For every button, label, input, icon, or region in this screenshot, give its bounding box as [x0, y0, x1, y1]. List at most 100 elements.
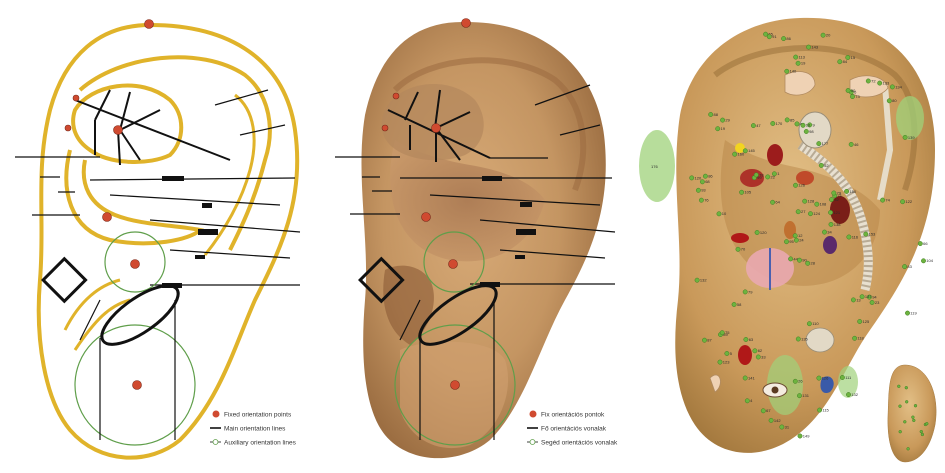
acupoint-dot	[689, 175, 695, 181]
acupoint-dot	[752, 348, 758, 354]
acupoint: 115	[817, 408, 830, 413]
acupoint: 75	[719, 330, 730, 336]
acupoint-label: 15	[851, 55, 856, 60]
acupoint-label: 132	[700, 278, 707, 283]
acupoint: 128	[802, 199, 815, 204]
acupoint-label: 115	[822, 408, 829, 413]
acupoint-dot	[779, 424, 785, 430]
acupoint-dot	[763, 31, 769, 37]
acupoint: 73	[850, 94, 861, 100]
acupoint-label: 47	[756, 123, 761, 128]
acupoint: 121	[828, 210, 841, 215]
acupoint: 10	[716, 211, 727, 217]
tongue-icon	[738, 345, 752, 365]
acupoint-dot	[902, 264, 908, 270]
legend-center: Fix orientációs pontok Fő orientációs vo…	[527, 410, 618, 447]
acupoint: 135	[795, 336, 809, 342]
acupoint-label: 5	[730, 351, 733, 356]
acupoint-label: 78	[759, 172, 764, 177]
acupoint-label: 125	[863, 319, 870, 324]
acupoint-dot	[837, 59, 843, 65]
acupoint: 170	[770, 121, 783, 126]
acupoint: 32	[829, 197, 840, 203]
acupoint-label: 143	[811, 45, 818, 50]
acupoint: 26	[792, 379, 803, 384]
acupoint: 76	[698, 198, 709, 203]
acupoint-label: 113	[799, 55, 806, 60]
jaw-skull-icon	[805, 327, 835, 353]
acupoint-label: 133	[883, 81, 890, 86]
acupoint-label: 140	[790, 69, 797, 74]
acupoint-dot	[770, 199, 776, 205]
inner-helix-outline	[78, 55, 272, 251]
antihelix-outline	[203, 93, 256, 256]
acupoint: 29	[720, 118, 731, 123]
acupoint: 19	[795, 61, 806, 66]
acupoint-label: 66	[923, 241, 928, 246]
sun-gland-icon	[735, 143, 745, 153]
acupoint: 139	[902, 135, 915, 140]
hand-icon	[784, 71, 816, 96]
acupoint-label: 139	[908, 135, 915, 140]
acupoint-label: 70	[741, 247, 746, 252]
aux-circle-lobe-left	[74, 324, 196, 446]
ear-back-inset	[887, 364, 937, 463]
inset-acupoint-dot	[913, 404, 918, 408]
acupoint: 28	[805, 261, 816, 266]
legend-fixed-point-icon	[212, 410, 220, 418]
fixed-points-center	[381, 18, 471, 390]
acupoint-dot	[845, 88, 851, 93]
acupoint: 79	[742, 289, 753, 295]
nose-icon	[709, 374, 721, 393]
acupoint-dot	[797, 393, 802, 399]
acupoint: 123	[717, 359, 730, 365]
acupoint: 177	[816, 141, 829, 147]
acupoint-dot	[788, 256, 794, 262]
acupoint: 44	[788, 256, 799, 262]
acupoint: 132	[846, 392, 859, 398]
outer-helix-outline	[36, 22, 300, 460]
acupoint-label: 118	[857, 336, 864, 341]
acupoint-label: 87	[707, 338, 712, 343]
acupoint-label: 120	[760, 230, 767, 235]
acupoint-label: 65	[768, 32, 773, 37]
inset-acupoint-dot	[897, 384, 901, 388]
acupoint: 90	[797, 257, 808, 263]
acupoint-label: 64	[775, 200, 780, 205]
acupoint-label: 75	[725, 330, 730, 335]
acupoint-dot	[715, 126, 721, 132]
acupoint: 19	[715, 126, 726, 132]
acupoint-dot	[732, 151, 738, 157]
acupoint-label: 83	[907, 264, 912, 269]
acupoint-dot	[717, 359, 723, 365]
acupoint-label: 80	[892, 98, 897, 103]
spine-icon	[797, 141, 873, 292]
acupoint-dot	[784, 68, 790, 74]
acupoint-label: 62	[758, 348, 763, 353]
acupoint-label: 153	[869, 232, 876, 237]
acupoint-label: 22	[771, 174, 776, 179]
acupoint-label: 74	[885, 198, 890, 203]
lower-fold-outline	[63, 278, 131, 351]
acupoint-dot	[744, 398, 750, 404]
inset-acupoint-dot	[898, 430, 902, 434]
acupoint-label: 86	[708, 174, 713, 179]
acupoint: 58	[731, 302, 742, 307]
acupoint-label: 170	[776, 121, 783, 126]
acupoint-dot	[766, 34, 772, 40]
kidney-icon	[823, 236, 837, 254]
liver-icon	[830, 196, 850, 224]
acupoint: 141	[742, 375, 755, 381]
acupoint-dot	[797, 257, 802, 263]
acupoint-label: 108	[820, 202, 827, 207]
acupoint-dot	[754, 230, 760, 235]
acupoint-dot	[863, 231, 869, 237]
acupoint-label: 68	[705, 179, 710, 184]
legend-left: Fixed orientation points Main orientatio…	[210, 410, 297, 447]
mouth-icon	[731, 233, 749, 243]
acupoint: 118	[852, 336, 865, 341]
acupoint-label: 126	[822, 376, 829, 381]
legend-aux-text: Auxiliary orientation lines	[224, 440, 297, 447]
acupoint-dot	[784, 239, 789, 245]
acupoint: 4	[744, 398, 753, 404]
